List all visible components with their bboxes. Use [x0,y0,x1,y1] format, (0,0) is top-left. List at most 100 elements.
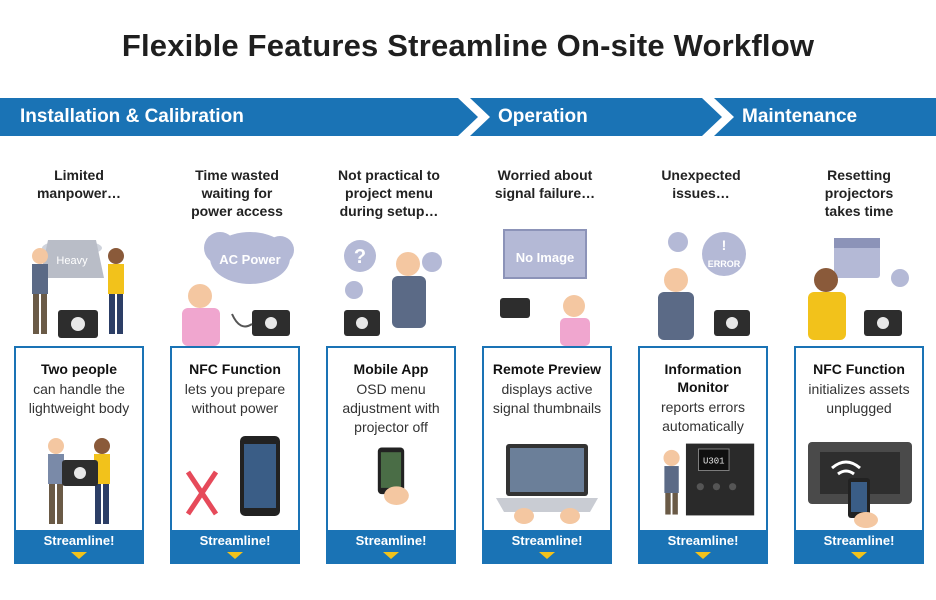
card-description: lets you prepare without power [172,380,298,418]
projector-lens-icon [71,317,85,331]
person-body [48,454,64,484]
card-heading-line: NFC Function [189,361,281,377]
card-heading: Two people [16,360,142,378]
person-body [32,264,48,294]
person-leg [103,484,109,524]
feature-card: Mobile App OSD menu adjustment with proj… [326,346,456,564]
person-body [108,264,124,294]
problem-line: Limited [54,167,104,183]
projector-icon [500,298,530,318]
phase-banner-arrows [0,98,936,136]
laptop-preview-illustration [496,444,598,524]
card-heading: Information Monitor [640,360,766,396]
menu-arrow-icon [422,252,442,272]
person-head [663,449,680,467]
nfc-initialize-illustration [808,442,912,528]
person-body [392,276,426,328]
panel-button-icon [712,483,721,491]
card-description-line: without power [191,400,279,416]
arrow-bubble-icon [668,232,688,252]
problem-line: waiting for [201,185,273,201]
streamline-label: Streamline! [823,533,895,548]
person-leg [57,484,63,524]
phase-label-operation: Operation [498,106,588,127]
problem-text: Worried about signal failure… [470,166,620,202]
person-head [664,268,688,292]
card-heading-line: Information [664,361,742,377]
chevron-down-icon [695,552,711,559]
chevron-down-icon [383,552,399,559]
problem-text: Not practical to project menu during set… [314,166,464,220]
problem-line: issues… [672,185,730,201]
heavy-weight-illustration: Heavy [32,240,124,338]
problem-text: Time wasted waiting for power access [162,166,312,220]
no-plug-icon [185,470,219,516]
question-bubble-icon [344,240,376,272]
page-title: Flexible Features Streamline On-site Wor… [121,28,815,63]
feature-card: Two people can handle the lightweight bo… [14,346,144,564]
cloud-label: AC Power [219,252,280,267]
card-heading: NFC Function [172,360,298,378]
screen-icon [503,229,587,279]
problem-line: project menu [345,185,433,201]
problem-line: signal failure… [494,185,596,201]
streamline-footer: Streamline! [172,530,298,562]
streamline-label: Streamline! [511,533,583,548]
phase-banner [0,98,936,136]
lcd-display-icon [698,448,730,471]
person-body [808,292,846,340]
card-description: displays active signal thumbnails [484,380,610,418]
problem-line: projectors [824,185,894,201]
card-description-line: displays active [501,381,593,397]
setup-menu-illustration: ? [344,240,442,336]
problem-line: manpower… [36,185,121,201]
ac-power-illustration: AC Power [182,232,294,346]
feature-card: Information Monitor reports errors autom… [638,346,768,564]
calendar-header [834,238,880,248]
phase-label-maintenance: Maintenance [742,106,858,127]
person-body [182,308,220,346]
card-description-line: automatically [662,418,744,434]
card-description: can handle the lightweight body [16,380,142,418]
chevron-down-icon [227,552,243,559]
streamline-footer: Streamline! [640,530,766,562]
chevron-down-icon [851,552,867,559]
question-mark: ? [354,246,366,268]
card-description-line: reports errors [660,399,746,415]
problem-text: Resetting projectors takes time [784,166,934,220]
smartphone-screen [244,444,276,508]
card-description-line: signal thumbnails [492,400,602,416]
phase-arrow-installation [0,98,478,136]
card-description-line: OSD menu [356,381,426,397]
card-description-line: initializes assets [808,381,910,397]
information-monitor-illustration: U301 [663,443,755,516]
error-label: ERROR [708,259,741,269]
card-description-line: unplugged [826,400,892,416]
panel-button-icon [696,483,704,491]
mobile-app-illustration [377,447,409,505]
person-leg [672,492,678,515]
problem-text: Unexpected issues… [626,166,776,202]
laptop-screen [510,448,584,492]
card-heading-line: Two people [41,361,117,377]
person-leg [49,484,55,524]
card-heading-line: Monitor [677,379,729,395]
person-body [664,466,679,493]
problem-line: takes time [824,203,894,219]
problem-line: Time wasted [195,167,279,183]
gear-icon [345,281,363,299]
problem-line: Unexpected [661,167,741,183]
warning-icon: ! [722,237,727,253]
problem-line: Worried about [497,167,593,183]
card-heading-line: Remote Preview [492,361,602,377]
phase-arrow-operation [470,98,722,136]
streamline-label: Streamline! [355,533,427,548]
projector-lens-icon [726,317,738,329]
card-description: initializes assets unplugged [796,380,922,418]
screen-label: No Image [516,250,575,265]
lcd-error-code: U301 [703,456,725,466]
projector-lens-icon [356,317,368,329]
hand-icon [384,486,409,505]
person-leg [117,294,123,334]
feature-card: NFC Function initializes assets unplugge… [794,346,924,564]
